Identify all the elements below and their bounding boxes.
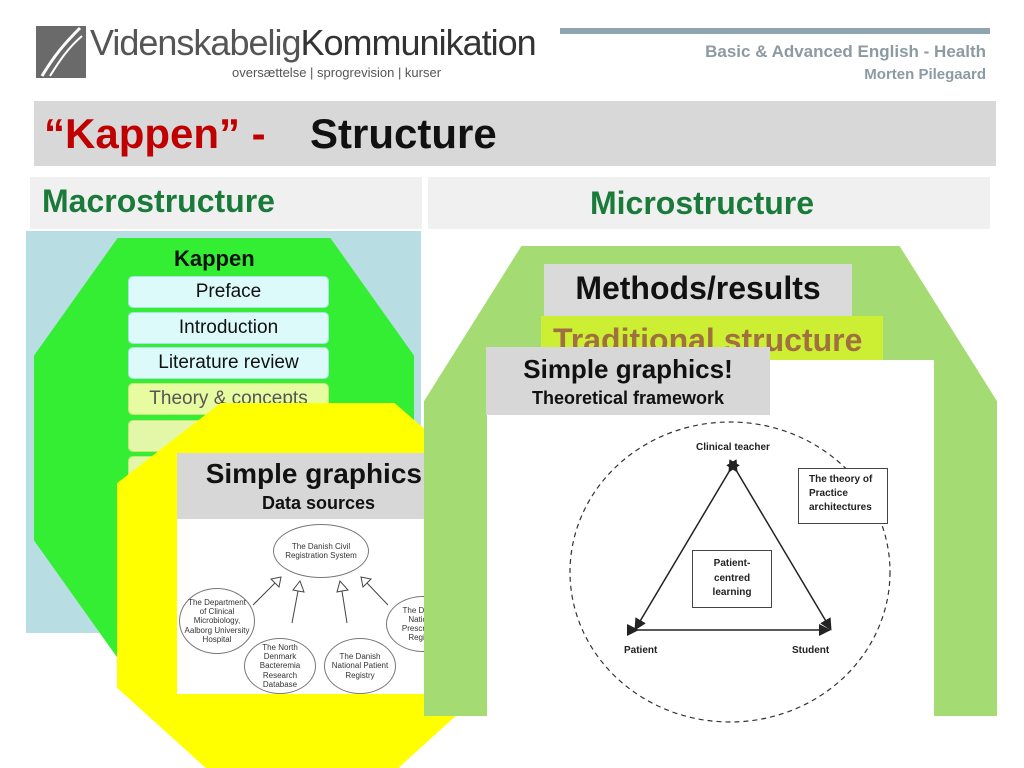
- theory-card-header: [486, 347, 770, 415]
- framework-diagram: [569, 421, 891, 723]
- slide-title: Structure: [310, 110, 497, 157]
- label-clinical-teacher: Clinical teacher: [696, 442, 770, 453]
- macrostructure-heading: Macrostructure: [42, 183, 275, 219]
- label-patient: Patient: [624, 645, 658, 656]
- kappen-item-literature-review: Literature review: [128, 347, 329, 379]
- data-card-header: [177, 453, 460, 519]
- node-patient-registry: The Danish National Patient Registry: [324, 638, 396, 694]
- logo-tagline: oversættelse | sprogrevision | kurser: [232, 65, 442, 80]
- data-flow-arrows: [252, 576, 389, 624]
- data-card-subtitle: Data sources: [261, 493, 376, 513]
- node-clinical-microbiology: The Department of Clinical Microbiology,…: [179, 588, 255, 654]
- kappen-item-introduction: Introduction: [128, 312, 329, 344]
- theory-card-subtitle: Theoretical framework: [531, 388, 725, 408]
- logo-icon: [36, 26, 86, 78]
- title-band: [34, 101, 996, 166]
- practice-architectures-box: The theory of Practice architectures: [798, 468, 888, 524]
- micro-heading-band: [428, 177, 990, 229]
- header-rule: [560, 28, 990, 34]
- kappen-title: Kappen: [174, 246, 255, 271]
- node-bacteremia-database: The North Denmark Bacteremia Research Da…: [244, 638, 316, 694]
- slide-title-quote: “Kappen” -: [44, 110, 266, 157]
- node-civil-registration: The Danish Civil Registration System: [273, 524, 369, 578]
- patient-centred-learning-box: Patient- centred learning: [692, 550, 772, 608]
- macro-heading-band: [30, 177, 422, 229]
- kappen-item-preface: Preface: [128, 276, 329, 308]
- methods-results-box: [544, 264, 852, 316]
- theory-card-title: Simple graphics!: [523, 354, 733, 384]
- data-card-title: Simple graphics!: [205, 458, 432, 489]
- course-title: Basic & Advanced English - Health: [705, 42, 986, 61]
- label-student: Student: [792, 645, 830, 656]
- methods-results-label: Methods/results: [575, 270, 821, 306]
- microstructure-heading: Microstructure: [590, 185, 815, 221]
- logo-wordmark: VidenskabeligKommunikation: [90, 22, 537, 63]
- author-name: Morten Pilegaard: [864, 66, 986, 83]
